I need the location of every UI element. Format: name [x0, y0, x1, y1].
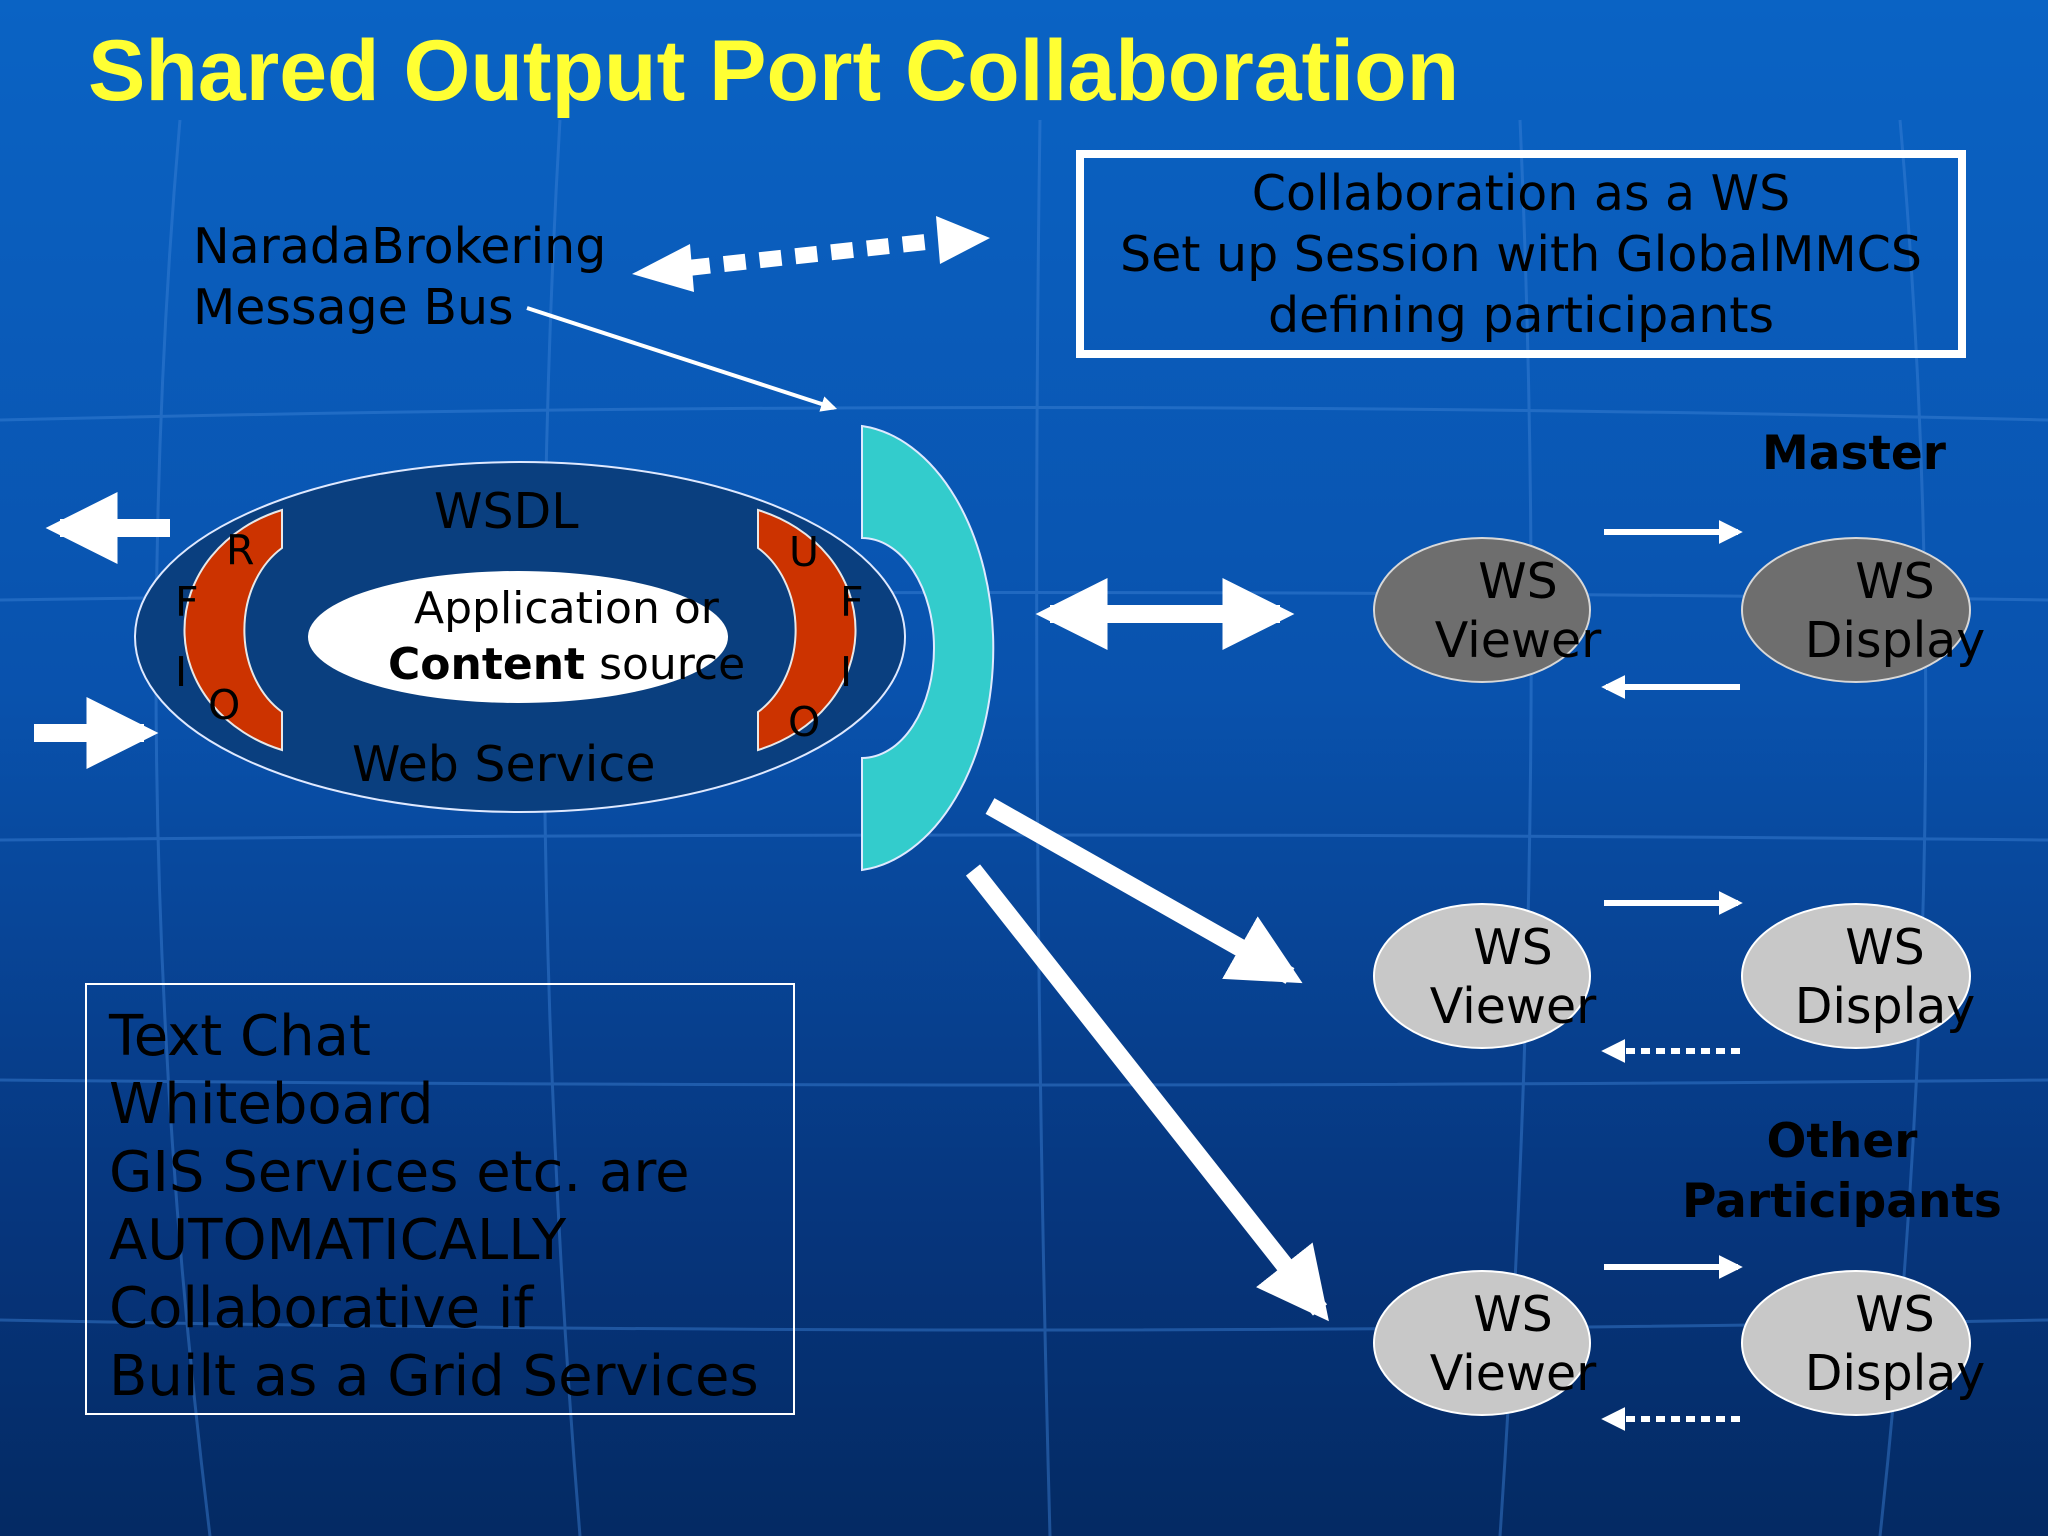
input-port-letter: F	[175, 578, 199, 626]
display-label-participant-2: WS Display	[1790, 1285, 2000, 1403]
content-source-line1: Application or	[414, 583, 719, 634]
display-label-line: WS	[1845, 919, 1925, 976]
collaboration-line: defining participants	[1267, 286, 1775, 344]
viewer-label-line: WS	[1478, 553, 1558, 610]
content-bold-word: Content	[388, 639, 586, 690]
viewer-node-participant-2	[1373, 1270, 1591, 1416]
input-port-letter: I	[175, 648, 188, 696]
output-port-shape	[757, 508, 857, 752]
output-port-letter: F	[840, 578, 864, 626]
display-label-line: WS	[1855, 553, 1935, 610]
slide-title: Shared Output Port Collaboration	[88, 23, 1460, 119]
display-node-master	[1741, 537, 1971, 683]
display-label-line: Display	[1804, 1345, 1986, 1402]
participant-arrow-2	[965, 864, 1329, 1322]
output-port-letter: I	[840, 648, 853, 696]
viewer-label-participant-1: WS Viewer	[1408, 918, 1618, 1036]
display-node-participant-1	[1741, 903, 1971, 1049]
wsdl-label: WSDL	[434, 483, 579, 540]
display-label-master: WS Display	[1790, 552, 2000, 670]
collaborative-services-box: Text Chat Whiteboard GIS Services etc. a…	[85, 983, 795, 1415]
bus-pointer-arrow	[526, 306, 838, 412]
web-service-label: Web Service	[352, 736, 656, 793]
content-source-suffix: source	[585, 639, 746, 690]
viewer-node-master	[1373, 537, 1591, 683]
message-bus-label-line1: NaradaBrokering	[193, 218, 607, 275]
shared-output-port	[861, 424, 995, 872]
collaboration-line: Set up Session with GlobalMMCS	[1119, 225, 1923, 283]
display-label-participant-1: WS Display	[1780, 918, 1990, 1036]
services-line: Collaborative if	[109, 1276, 534, 1341]
bus-dashed-arrow	[632, 216, 990, 292]
services-line: GIS Services etc. are	[109, 1140, 690, 1205]
collaboration-line: Collaboration as a WS	[1251, 164, 1791, 222]
message-bus-label-line2: Message Bus	[193, 279, 514, 336]
participant-arrow-1	[985, 798, 1303, 984]
master-label: Master	[1762, 426, 1946, 481]
other-participants-line1: Other	[1766, 1114, 1918, 1169]
display-label-line: Display	[1804, 612, 1986, 669]
content-source-ellipse	[308, 571, 728, 703]
services-line: Whiteboard	[109, 1072, 434, 1137]
output-port-letter: O	[788, 698, 821, 746]
services-line: Text Chat	[109, 1004, 371, 1069]
output-port-letter: U	[789, 528, 820, 576]
viewer-label-master: WS Viewer	[1418, 552, 1618, 670]
viewer-label-line: WS	[1473, 919, 1553, 976]
display-node-participant-2	[1741, 1270, 1971, 1416]
services-line: Built as a Grid Services	[109, 1344, 759, 1409]
viewer-node-participant-1	[1373, 903, 1591, 1049]
content-source-line2: Content source	[388, 643, 745, 687]
collaboration-box: Collaboration as a WS Set up Session wit…	[1076, 150, 1966, 358]
input-port-letter: R	[226, 526, 255, 574]
viewer-label-line: WS	[1473, 1286, 1553, 1343]
viewer-label-participant-2: WS Viewer	[1408, 1285, 1618, 1403]
services-line: AUTOMATICALLY	[109, 1208, 567, 1273]
viewer-label-line: Viewer	[1434, 612, 1602, 669]
other-participants-label: Other Participants	[1682, 1112, 2002, 1232]
input-port-shape	[183, 508, 283, 752]
other-participants-line2: Participants	[1682, 1174, 2002, 1229]
input-port-letter: O	[208, 681, 241, 729]
display-label-line: WS	[1855, 1286, 1935, 1343]
viewer-label-line: Viewer	[1429, 978, 1597, 1035]
display-label-line: Display	[1794, 978, 1976, 1035]
viewer-label-line: Viewer	[1429, 1345, 1597, 1402]
